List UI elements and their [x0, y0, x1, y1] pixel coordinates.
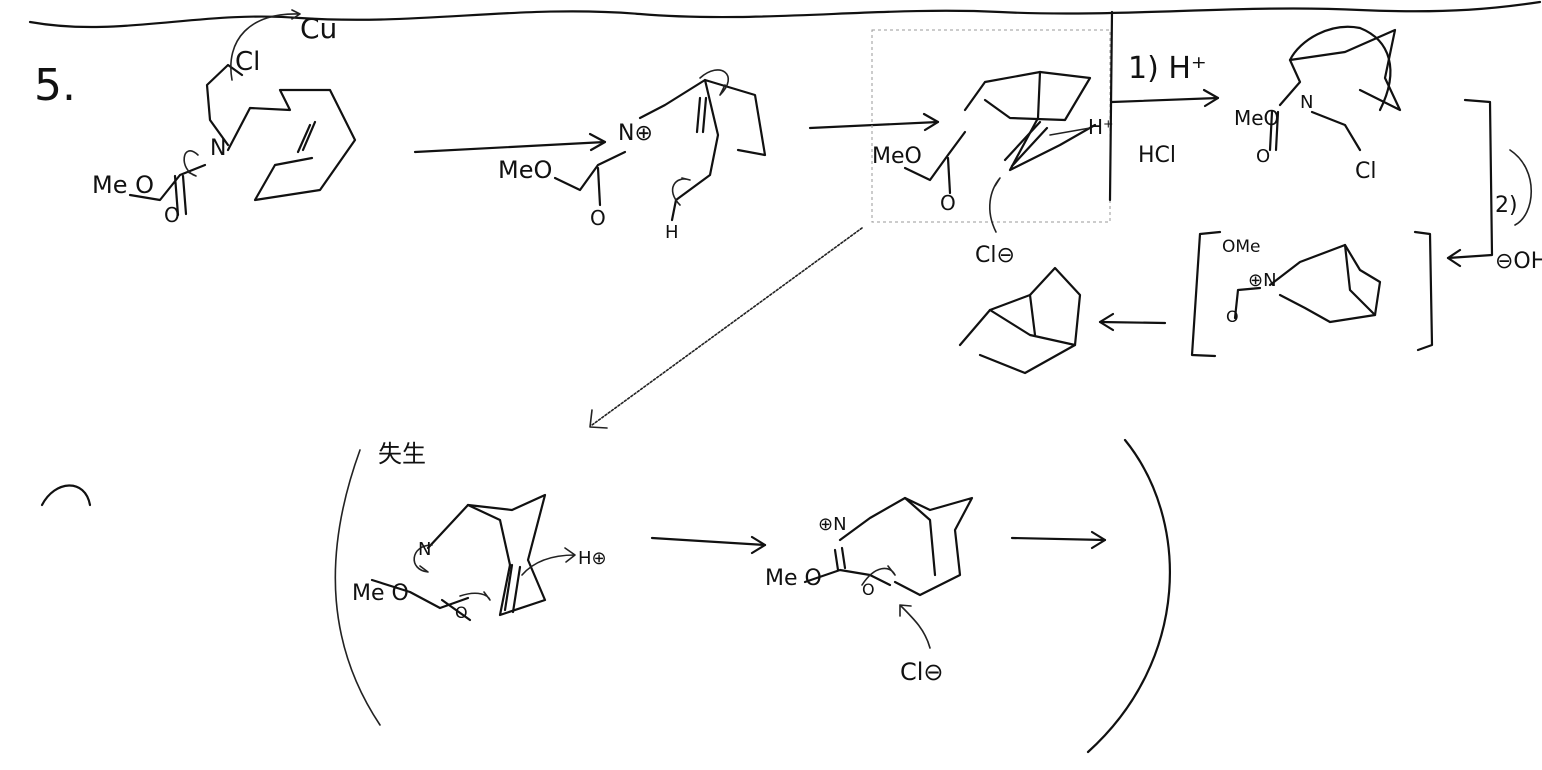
aside-structure-2: Me O ⊕N O Cl⊖	[765, 496, 974, 686]
reaction-arrow-4	[1098, 312, 1167, 332]
arrow-n-lone-pair-6	[413, 544, 433, 573]
arrow-to-h-plus	[1049, 127, 1091, 136]
highlight-box	[871, 29, 1111, 223]
reagent-hydroxide: ⊖OH	[1495, 249, 1542, 274]
problem-number: 5.	[34, 60, 76, 111]
arrow-h-shift	[671, 177, 691, 206]
reaction-arrow-3	[1110, 88, 1220, 108]
meo-label-6: Me O	[352, 581, 409, 606]
arrow-n-to-carbonyl	[183, 150, 199, 177]
o-label-start: O	[164, 203, 180, 227]
top-wavy-line	[28, 0, 1542, 29]
meo-label-2: MeO	[498, 156, 552, 184]
n-label-6: N	[418, 539, 431, 560]
reagent-step1: 1) H⁺	[1128, 51, 1207, 86]
aside-right-paren	[1086, 438, 1171, 754]
cl-label-start: Cl	[235, 47, 260, 77]
bracketed-intermediate: OMe ⊕N O	[1190, 230, 1434, 358]
aside-structure-1: Me O N O H⊕	[352, 493, 607, 622]
o-label-6: O	[455, 603, 468, 622]
side-arc	[40, 484, 92, 507]
cl-label-4: Cl	[1355, 159, 1376, 184]
o-label-3: O	[940, 191, 956, 215]
cl-minus-label-7: Cl⊖	[900, 658, 944, 686]
reagent-step2: 2)	[1495, 193, 1518, 218]
meo-label-4: MeO	[1234, 106, 1279, 130]
o-label-4: O	[1256, 146, 1270, 167]
h-label-2: H	[665, 222, 679, 243]
o-label-7: O	[862, 580, 875, 599]
meo-label-7: Me O	[765, 566, 822, 591]
cu-label: Cu	[300, 12, 337, 45]
reaction-arrow-2	[808, 112, 940, 132]
meo-label-3: MeO	[872, 144, 922, 169]
h-plus-label-3: H⁺	[1088, 115, 1114, 139]
n-plus-label-7: ⊕N	[818, 514, 847, 535]
pointer-arrow	[589, 227, 863, 429]
aziridinium-intermediate: MeO N⊕ O H	[498, 69, 767, 243]
aside-note: 失生	[378, 440, 426, 468]
arrow-carbonyl-to-alkene-6	[459, 591, 491, 601]
h-plus-label-6: H⊕	[578, 548, 607, 569]
final-cage-product	[958, 266, 1082, 375]
o-label-5: O	[1226, 307, 1239, 326]
n-plus-label-2: N⊕	[618, 121, 653, 146]
reaction-arrow-1	[413, 132, 607, 154]
step2-arrow	[1446, 98, 1532, 268]
arrow-cl-attack-7	[899, 604, 931, 649]
arrow-carbonyl-7	[861, 565, 896, 586]
starting-material: Cu Cl Me O N O	[92, 9, 357, 227]
n-label-start: N	[210, 136, 226, 161]
step-separator	[1108, 10, 1114, 202]
cl-minus-label-3: Cl⊖	[975, 243, 1015, 268]
arrow-alkene-attack	[699, 69, 729, 96]
reagent-hcl: HCl	[1138, 143, 1176, 168]
carbocation-intermediate: MeO O H⁺ Cl⊖	[872, 70, 1114, 268]
arrow-cl-attack	[988, 177, 1001, 233]
arrow-to-h-plus-6	[521, 547, 576, 576]
aside-left-paren	[334, 449, 381, 726]
reaction-arrow-6	[1010, 530, 1107, 550]
o-label-2: O	[590, 206, 606, 230]
reaction-arrow-5	[650, 535, 767, 555]
meo-label-start: Me O	[92, 171, 154, 199]
n-label-4: N	[1300, 92, 1313, 113]
n-plus-label-5: ⊕N	[1248, 270, 1277, 291]
arrow-cl-to-cu	[230, 9, 301, 81]
chloro-amine-product: MeO N O Cl	[1234, 25, 1402, 184]
ome-label-5: OMe	[1222, 237, 1261, 257]
